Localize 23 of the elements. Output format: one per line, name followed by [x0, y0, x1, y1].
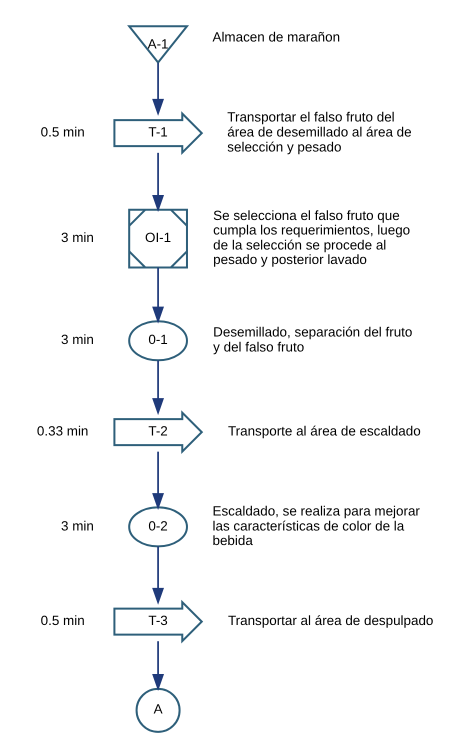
node-label: Se selecciona el falso fruto que cumpla los requerimientos, luego de la selección se procede al pesado y posterior lavado — [212, 208, 410, 268]
node-ellipse: 0-2 — [128, 506, 188, 548]
arrow — [152, 62, 164, 116]
node-label: 3 min — [60, 230, 94, 245]
arrow — [152, 268, 164, 324]
arrow — [152, 360, 164, 416]
arrow — [152, 641, 164, 691]
node-label: Transportar al área de despulpado — [227, 612, 433, 628]
node-circle: A — [135, 688, 180, 733]
node-label: Almacen de marañon — [212, 30, 340, 45]
node-label: 0.5 min — [40, 612, 84, 628]
node-label: 0.33 min — [36, 423, 88, 438]
node-label: Transportar el falso fruto del área de desemillado al área de selección y pesado — [226, 110, 412, 154]
node-label: Escaldado, se realiza para mejorar las características de color de la bebida — [212, 503, 420, 548]
node-ellipse: 0-1 — [128, 320, 188, 362]
node-label: 3 min — [60, 518, 94, 534]
arrow — [152, 452, 164, 510]
node-label: 3 min — [60, 332, 94, 348]
arrow — [152, 546, 164, 605]
node-label: 0.5 min — [40, 124, 84, 140]
node-label: Desemillado, separación del fruto y del falso fruto — [212, 324, 412, 354]
node-label: Transporte al área de escaldado — [227, 423, 420, 438]
arrow — [152, 152, 164, 212]
